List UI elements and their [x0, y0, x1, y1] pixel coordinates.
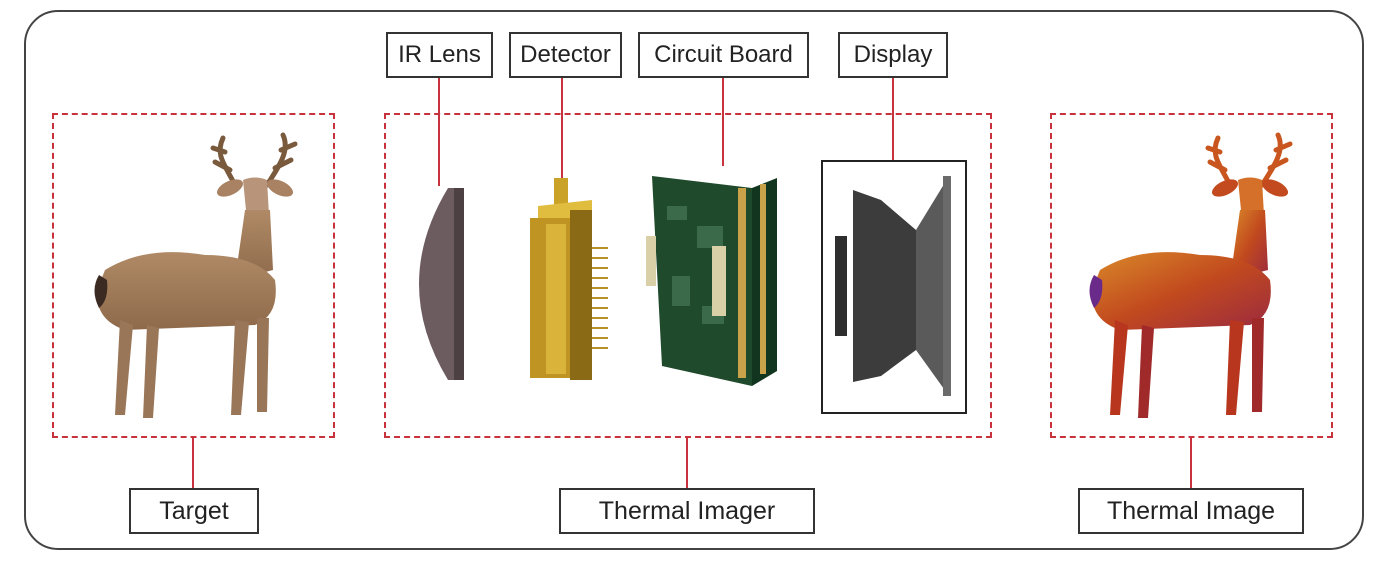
diagram-frame: [24, 10, 1364, 550]
target-region: [52, 113, 335, 438]
display-icon: [821, 160, 967, 414]
detector-connector: [561, 78, 563, 178]
thermal-imager-connector: [686, 438, 688, 488]
deer-photo-icon: [94, 132, 298, 418]
display-connector: [892, 78, 894, 162]
thermal-deer-icon: [1089, 132, 1293, 418]
detector-icon: [530, 178, 608, 380]
thermal-image-connector: [1190, 438, 1192, 488]
detector-label: Detector: [509, 32, 622, 78]
thermal-image-label: Thermal Image: [1078, 488, 1304, 534]
display-label: Display: [838, 32, 948, 78]
target-connector: [192, 438, 194, 488]
circuit-board-label: Circuit Board: [638, 32, 809, 78]
thermal-imager-label: Thermal Imager: [559, 488, 815, 534]
ir-lens-icon: [419, 188, 464, 380]
circuit-board-connector: [722, 78, 724, 166]
thermal-image-region: [1050, 113, 1333, 438]
circuit-board-icon: [646, 176, 777, 386]
ir-lens-connector: [438, 78, 440, 186]
ir-lens-label: IR Lens: [386, 32, 493, 78]
thermal-imager-region: [384, 113, 992, 438]
target-label: Target: [129, 488, 259, 534]
